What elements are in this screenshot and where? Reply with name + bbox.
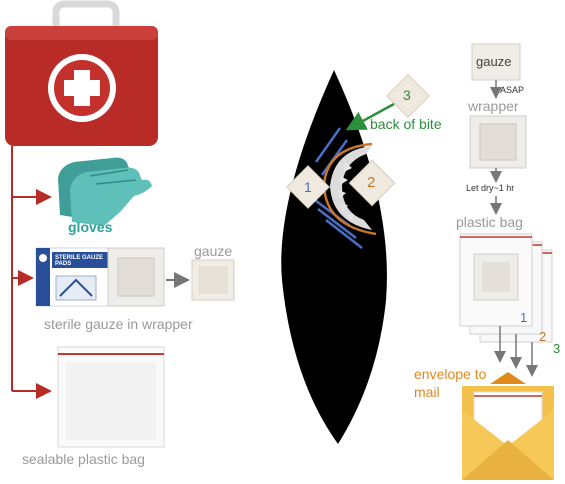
bite-area-2-label: 2 xyxy=(367,174,376,191)
bite-area-2-marker xyxy=(348,159,396,207)
kit-connector-lines xyxy=(11,146,52,399)
plastic-bag-label: plastic bag xyxy=(456,214,523,230)
sterile-gauze-pack xyxy=(35,247,113,307)
arrows-to-envelope xyxy=(494,326,538,377)
gloves-label: gloves xyxy=(68,219,113,235)
gauze-label-right: gauze xyxy=(476,54,512,69)
gloves-icon xyxy=(58,157,152,226)
bite-area-3-marker xyxy=(386,74,430,118)
gauze-packet-wrapped xyxy=(107,247,165,307)
envelope-icon xyxy=(462,372,554,480)
envelope-label-line2: mail xyxy=(414,384,440,400)
bite-area-3-label: 3 xyxy=(403,87,411,103)
envelope-label-line1: envelope to xyxy=(414,366,487,382)
back-of-bite-arrow xyxy=(345,102,395,131)
gauze-label-left: gauze xyxy=(194,243,233,259)
bag-number-2: 2 xyxy=(539,329,547,344)
gauze-pad-small xyxy=(191,259,235,301)
first-aid-kit-icon xyxy=(5,0,158,146)
wrapper-caption: sterile gauze in wrapper xyxy=(44,316,193,332)
bag-number-3: 3 xyxy=(553,341,561,356)
sealable-plastic-bag-icon xyxy=(57,346,165,448)
plastic-bag-stack xyxy=(459,233,553,343)
asap-label: ASAP xyxy=(500,85,525,95)
bite-area-1-label: 1 xyxy=(304,179,312,195)
bag-caption: sealable plastic bag xyxy=(22,451,145,467)
sterile-pack-text: STERILE GAUZE PADS xyxy=(55,255,104,267)
bag-number-1: 1 xyxy=(520,310,528,325)
bite-area-1-marker xyxy=(286,165,330,209)
gauze-pad-right xyxy=(471,43,521,81)
back-of-bite-label: back of bite xyxy=(370,116,442,132)
wrapper-label: wrapper xyxy=(468,98,519,114)
wrapper-packet-right xyxy=(469,115,527,169)
let-dry-label: Let dry~1 hr xyxy=(466,183,515,193)
